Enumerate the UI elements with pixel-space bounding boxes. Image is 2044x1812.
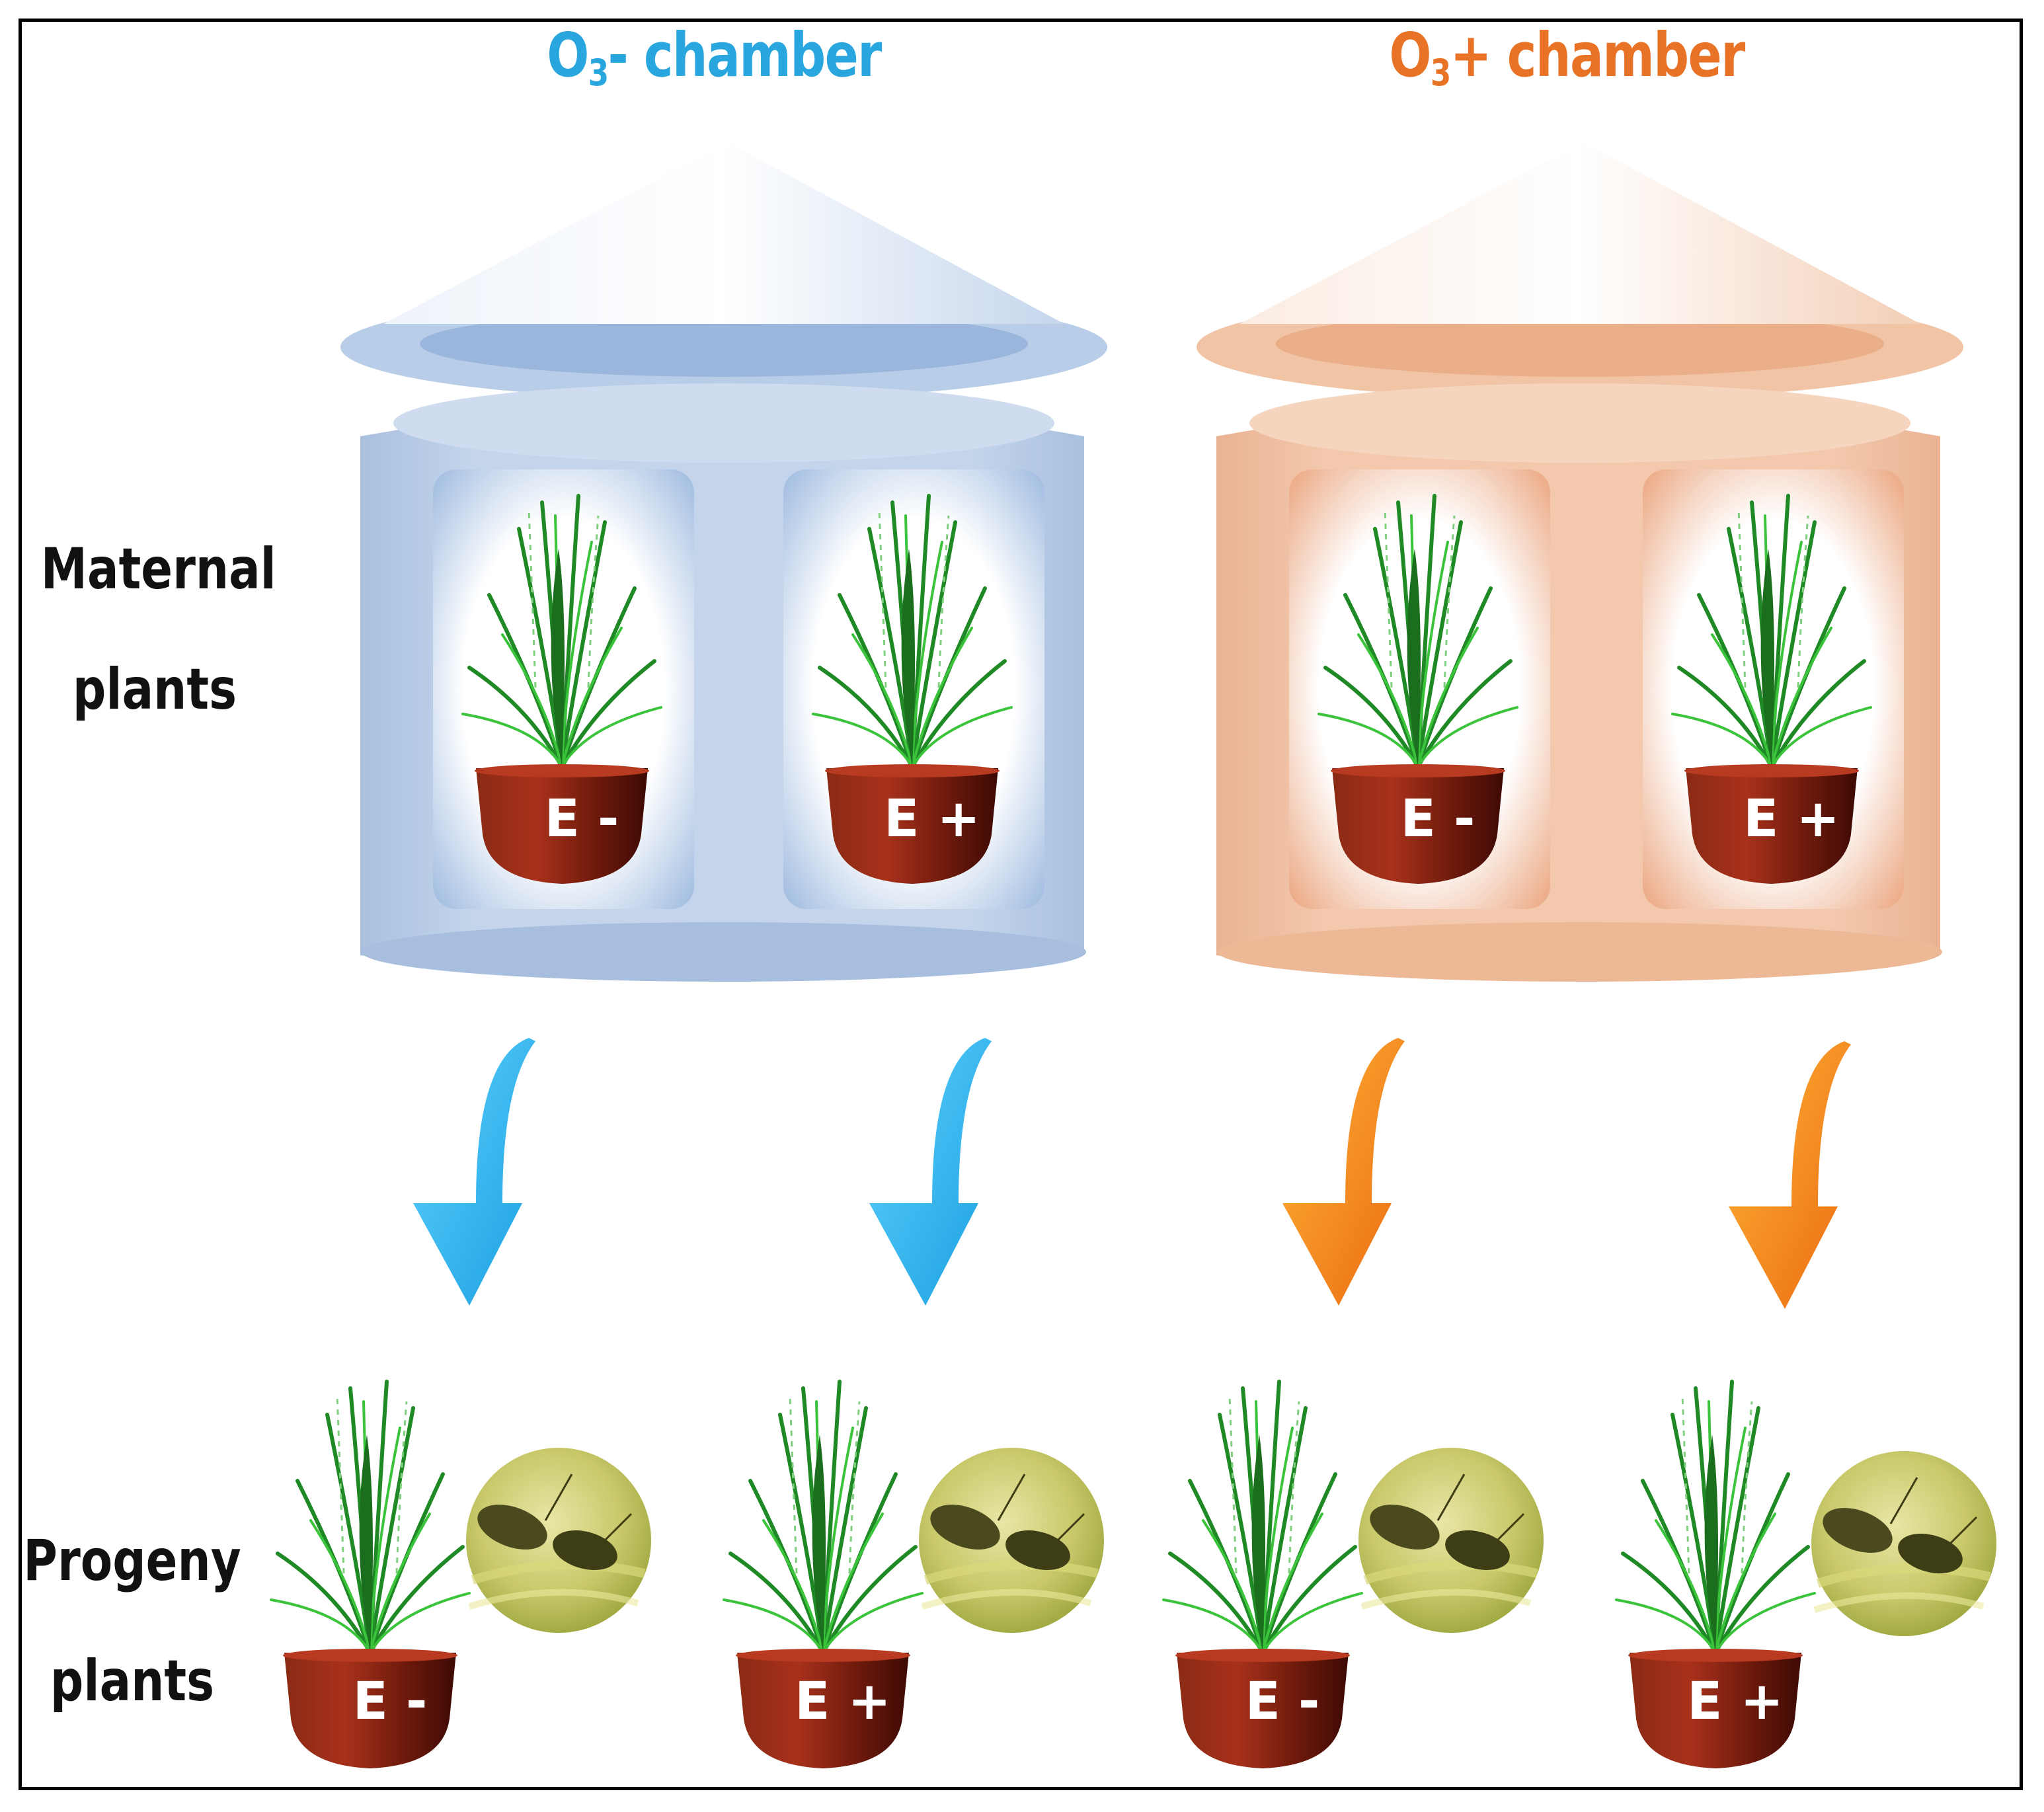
chamber-left: E - E + [340, 142, 1107, 982]
progeny-plants-label: Progeny plants [19, 1501, 246, 1741]
aphid-insect-icon [1358, 1448, 1544, 1633]
progeny-label-line1: Progeny [23, 1528, 241, 1594]
maternal-pot-label: E + [884, 789, 980, 849]
progeny-pot-label: E - [353, 1672, 428, 1731]
curved-down-arrow-icon [413, 1038, 535, 1306]
curved-down-arrow-icon [1282, 1038, 1405, 1306]
maternal-label-line2: plants [72, 656, 237, 723]
maternal-pot-label: E + [1743, 789, 1840, 849]
title-o: O [547, 20, 589, 91]
grass-plant-icon [1163, 1382, 1362, 1653]
grass-plant-icon [1616, 1382, 1815, 1653]
title-rest: - chamber [608, 20, 883, 91]
progeny-group: E - [1163, 1382, 1544, 1768]
title-subscript: 3 [1430, 52, 1451, 94]
aphid-insect-icon [466, 1448, 651, 1633]
maternal-pot-label: E - [545, 789, 619, 849]
maternal-pot-label: E - [1401, 789, 1475, 849]
progeny-pot-label: E - [1245, 1672, 1320, 1731]
title-rest: + chamber [1450, 20, 1746, 91]
curved-down-arrow-icon [869, 1038, 992, 1306]
progeny-label-line2: plants [50, 1648, 215, 1714]
aphid-insect-icon [1811, 1451, 1996, 1636]
progeny-group: E - [271, 1382, 651, 1768]
chamber-roof-icon [340, 142, 1107, 400]
chamber-title-right: O3+ chamber [1296, 20, 1838, 94]
chamber-title-left: O3- chamber [443, 20, 985, 94]
chamber-roof-icon [1197, 142, 1963, 400]
maternal-label-line1: Maternal [40, 536, 276, 602]
maternal-plants-label: Maternal plants [40, 509, 276, 750]
grass-plant-icon [271, 1382, 469, 1653]
curved-down-arrow-icon [1729, 1041, 1851, 1309]
progeny-group: E + [1616, 1382, 1996, 1768]
progeny-pot-label: E + [1687, 1672, 1784, 1731]
progeny-group: E + [724, 1382, 1104, 1768]
chamber-right: E - E + [1197, 142, 1963, 982]
progeny-pot-label: E + [795, 1672, 891, 1731]
aphid-insect-icon [919, 1448, 1104, 1633]
grass-plant-icon [724, 1382, 922, 1653]
title-subscript: 3 [588, 52, 609, 94]
title-o: O [1389, 20, 1431, 91]
